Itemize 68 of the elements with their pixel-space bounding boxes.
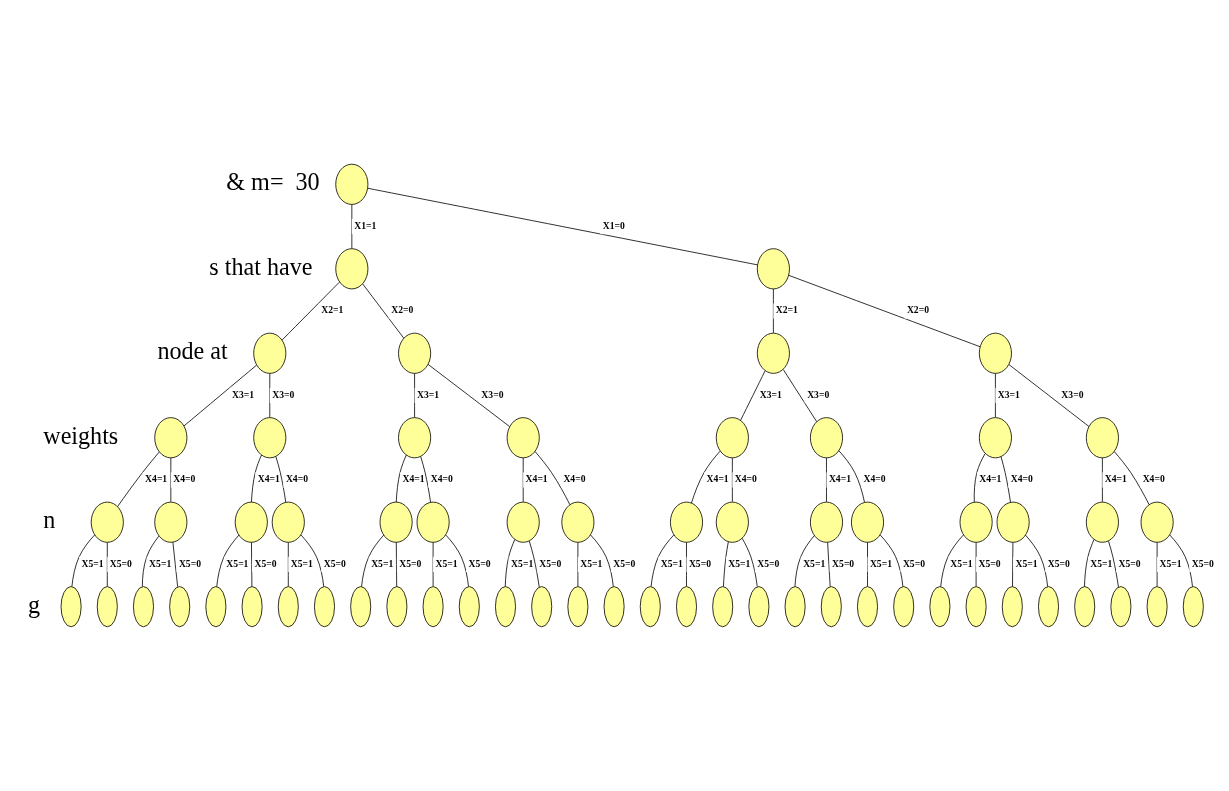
- edge-label: X5=0: [902, 557, 926, 569]
- edge-label: X3=1: [231, 388, 255, 400]
- edge-label: X3=0: [1061, 388, 1084, 400]
- edge-label: X5=0: [978, 557, 1001, 569]
- edge-label: X1=1: [354, 219, 377, 231]
- edge-label: X4=1: [706, 473, 729, 485]
- edge-label: X4=1: [257, 473, 280, 485]
- edge-label: X5=1: [660, 557, 683, 569]
- edge-label: X4=0: [173, 473, 196, 485]
- edge-label: X2=1: [321, 304, 344, 316]
- edge-label: X5=0: [178, 557, 201, 569]
- edge-label: X5=0: [323, 557, 346, 569]
- edge-label: X5=1: [1015, 557, 1038, 569]
- edge-label: X5=0: [468, 557, 491, 569]
- label: node at: [157, 337, 228, 365]
- edge-label: X5=0: [399, 557, 422, 569]
- label: & m= 30: [226, 168, 320, 196]
- edge-label: X3=1: [997, 388, 1020, 400]
- edge-label: X5=0: [539, 557, 562, 569]
- edge-label: X4=0: [734, 473, 757, 485]
- edge-label: X5=0: [688, 557, 712, 569]
- label: n: [43, 506, 56, 534]
- edge-label: X5=1: [1090, 557, 1113, 569]
- edge-label: X3=1: [417, 388, 440, 400]
- label: g: [28, 590, 41, 618]
- edge-label: X5=1: [803, 557, 826, 569]
- edge-label: X2=0: [391, 304, 414, 316]
- edge-label: X5=1: [226, 557, 249, 569]
- edge-label: X5=1: [728, 557, 751, 569]
- edge-label: X4=1: [525, 473, 548, 485]
- edge-label: X4=1: [828, 473, 851, 485]
- edge-label: X4=0: [1010, 473, 1033, 485]
- label: s that have: [209, 252, 313, 280]
- edge-label: X5=0: [832, 557, 855, 569]
- edge-label: X2=0: [906, 304, 930, 316]
- edge-label: X5=1: [950, 557, 973, 569]
- edge-label: X5=0: [613, 557, 636, 569]
- edge-label: X5=1: [1159, 557, 1182, 569]
- edge-label: X5=0: [254, 557, 277, 569]
- edge-label: X3=0: [481, 388, 504, 400]
- edge-label: X4=1: [979, 473, 1002, 485]
- edge-label: X4=1: [402, 473, 425, 485]
- edge-label: X3=1: [759, 388, 782, 400]
- edge-label: X4=0: [285, 473, 308, 485]
- edge-label: X4=0: [863, 473, 886, 485]
- edge-label: X5=1: [81, 557, 104, 569]
- edge-label: X5=1: [435, 557, 458, 569]
- edge-label: X5=0: [1047, 557, 1070, 569]
- edge-label: X5=1: [290, 557, 313, 569]
- edge-label: X5=0: [1118, 557, 1141, 569]
- edge-label: X5=0: [757, 557, 780, 569]
- edge-label: X4=0: [1142, 473, 1165, 485]
- edge-label: X5=1: [580, 557, 603, 569]
- label: weights: [43, 421, 119, 449]
- edge-label: X5=0: [109, 557, 132, 569]
- edge-label: X4=0: [430, 473, 453, 485]
- edge-label: X4=0: [563, 473, 586, 485]
- edge-label: X3=0: [272, 388, 295, 400]
- edge-label: X2=1: [775, 304, 798, 316]
- edge-label: X3=0: [807, 388, 830, 400]
- edge-label: X5=1: [511, 557, 534, 569]
- edge-label: X5=1: [371, 557, 394, 569]
- edge-label: X5=0: [1191, 557, 1214, 569]
- edge-label: X4=1: [1104, 473, 1127, 485]
- edge-label: X5=1: [149, 557, 172, 569]
- edge-label: X5=1: [869, 557, 893, 569]
- edge-label: X1=0: [602, 219, 625, 231]
- edge-label: X4=1: [145, 473, 168, 485]
